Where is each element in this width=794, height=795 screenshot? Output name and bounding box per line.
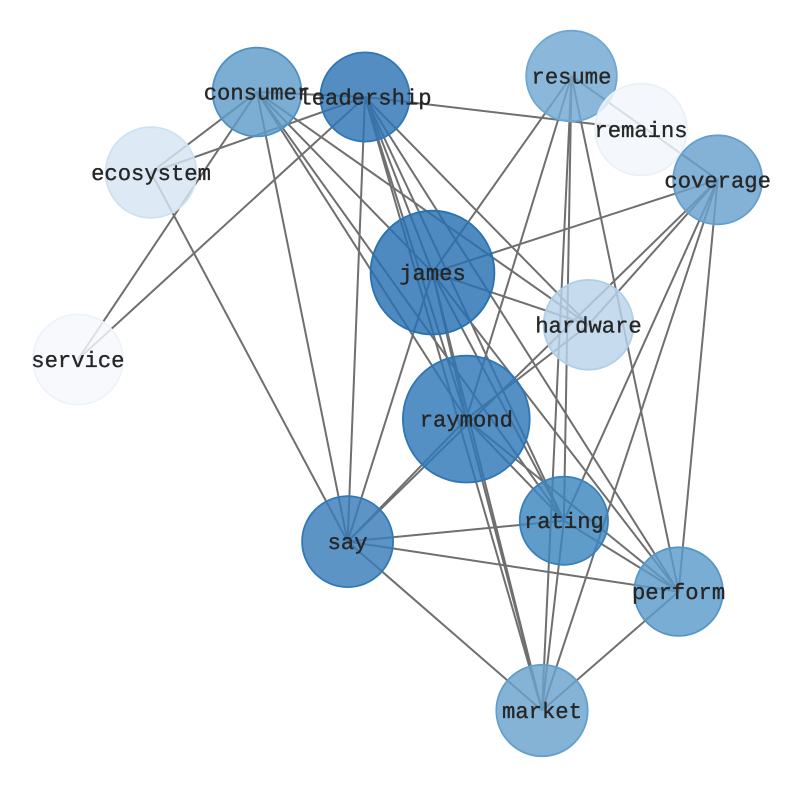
svg-text:ecosystem: ecosystem [91,162,211,187]
svg-text:resume: resume [532,66,612,91]
svg-text:consumer: consumer [204,82,311,107]
svg-text:remains: remains [594,119,687,144]
svg-text:service: service [31,349,124,374]
svg-text:hardware: hardware [535,314,642,339]
svg-text:market: market [502,700,582,725]
svg-text:raymond: raymond [420,409,513,434]
svg-text:james: james [399,262,466,287]
svg-text:perform: perform [632,581,725,606]
svg-text:leadership: leadership [298,87,431,112]
svg-text:coverage: coverage [664,169,771,194]
svg-text:rating: rating [524,510,604,535]
svg-text:say: say [328,531,368,556]
